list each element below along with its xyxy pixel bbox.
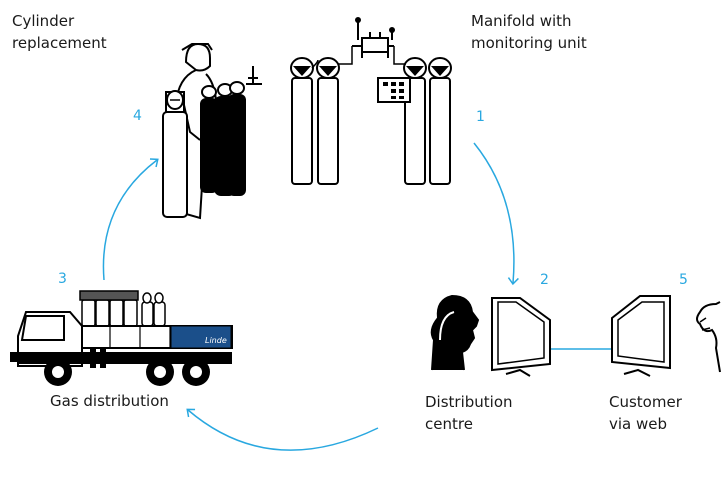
person-icon xyxy=(430,294,480,371)
truck-icon xyxy=(10,290,233,386)
brand-logo: Linde xyxy=(205,336,227,345)
label-line: Distribution xyxy=(425,393,513,411)
label-line: centre xyxy=(425,415,473,433)
label-customer: Customer via web xyxy=(609,391,682,435)
label-distribution-centre: Distribution centre xyxy=(425,391,513,435)
step-number-4: 4 xyxy=(133,108,142,124)
step-number-2: 2 xyxy=(540,272,549,288)
label-manifold: Manifold with monitoring unit xyxy=(471,10,587,54)
arrow-manifold-to-centre xyxy=(473,142,519,286)
step-number-3: 3 xyxy=(58,271,67,287)
label-cylinder-replacement: Cylinder replacement xyxy=(12,10,107,54)
label-line: replacement xyxy=(12,34,107,52)
label-gas-distribution: Gas distribution xyxy=(50,392,169,410)
label-line: via web xyxy=(609,415,668,433)
monitoring-unit-icon xyxy=(377,77,411,103)
label-line: Cylinder xyxy=(12,12,75,30)
person-icon xyxy=(696,301,721,373)
label-line: Customer xyxy=(609,393,682,411)
manifold-icon xyxy=(290,17,452,185)
computer-monitor-icon xyxy=(611,295,671,377)
cylinder-icon xyxy=(162,66,262,218)
arrow-centre-to-truck xyxy=(186,408,379,451)
arrow-truck-to-cylinders xyxy=(102,158,159,281)
label-line: monitoring unit xyxy=(471,34,587,52)
step-number-5: 5 xyxy=(679,272,688,288)
computer-monitor-icon xyxy=(491,297,551,377)
label-line: Manifold with xyxy=(471,12,572,30)
worker-icon xyxy=(175,42,218,220)
step-number-1: 1 xyxy=(476,109,485,125)
